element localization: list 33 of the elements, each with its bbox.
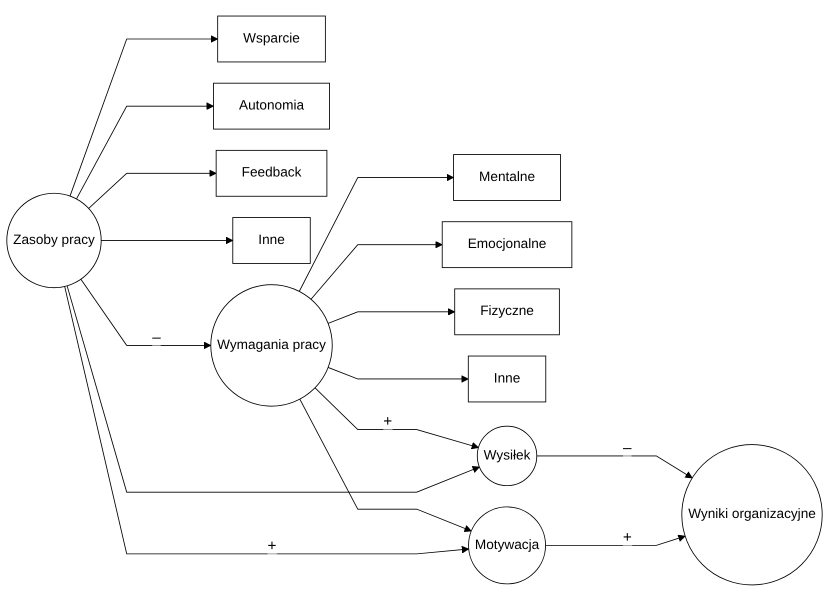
node-box: Inne	[468, 356, 546, 402]
node-box: Inne	[232, 217, 311, 264]
arrow	[545, 534, 686, 546]
node-circle: Wymagania pracy	[210, 284, 333, 407]
edge-label: +	[268, 536, 276, 554]
arrow	[298, 174, 454, 292]
edge-label: +	[622, 528, 632, 546]
node-circle: Wysiłek	[476, 426, 538, 486]
edge-label: +	[383, 412, 392, 430]
arrow	[310, 240, 443, 300]
arrow	[80, 278, 212, 350]
arrow	[100, 236, 234, 244]
arrow	[314, 387, 479, 450]
edge-label: –	[152, 328, 161, 346]
node-box: Wsparcie	[217, 16, 326, 62]
edge-label: –	[623, 438, 632, 456]
arrow	[328, 367, 469, 383]
node-circle: Wyniki organizacyjne	[681, 444, 823, 586]
node-box: Fizyczne	[454, 288, 560, 336]
node-box: Mentalne	[453, 154, 561, 201]
node-box: Feedback	[216, 150, 328, 197]
node-circle: Motywacja	[468, 506, 546, 584]
arrow	[64, 286, 470, 554]
node-box: Autonomia	[213, 82, 330, 130]
arrow	[536, 455, 693, 478]
arrow	[88, 170, 216, 209]
arrow	[66, 285, 480, 493]
arrow	[70, 35, 218, 196]
node-box: Emocjonalne	[442, 221, 572, 268]
node-circle: Zasoby pracy	[6, 192, 102, 288]
arrow	[76, 102, 214, 200]
arrow	[299, 398, 472, 532]
arrow	[328, 308, 456, 324]
